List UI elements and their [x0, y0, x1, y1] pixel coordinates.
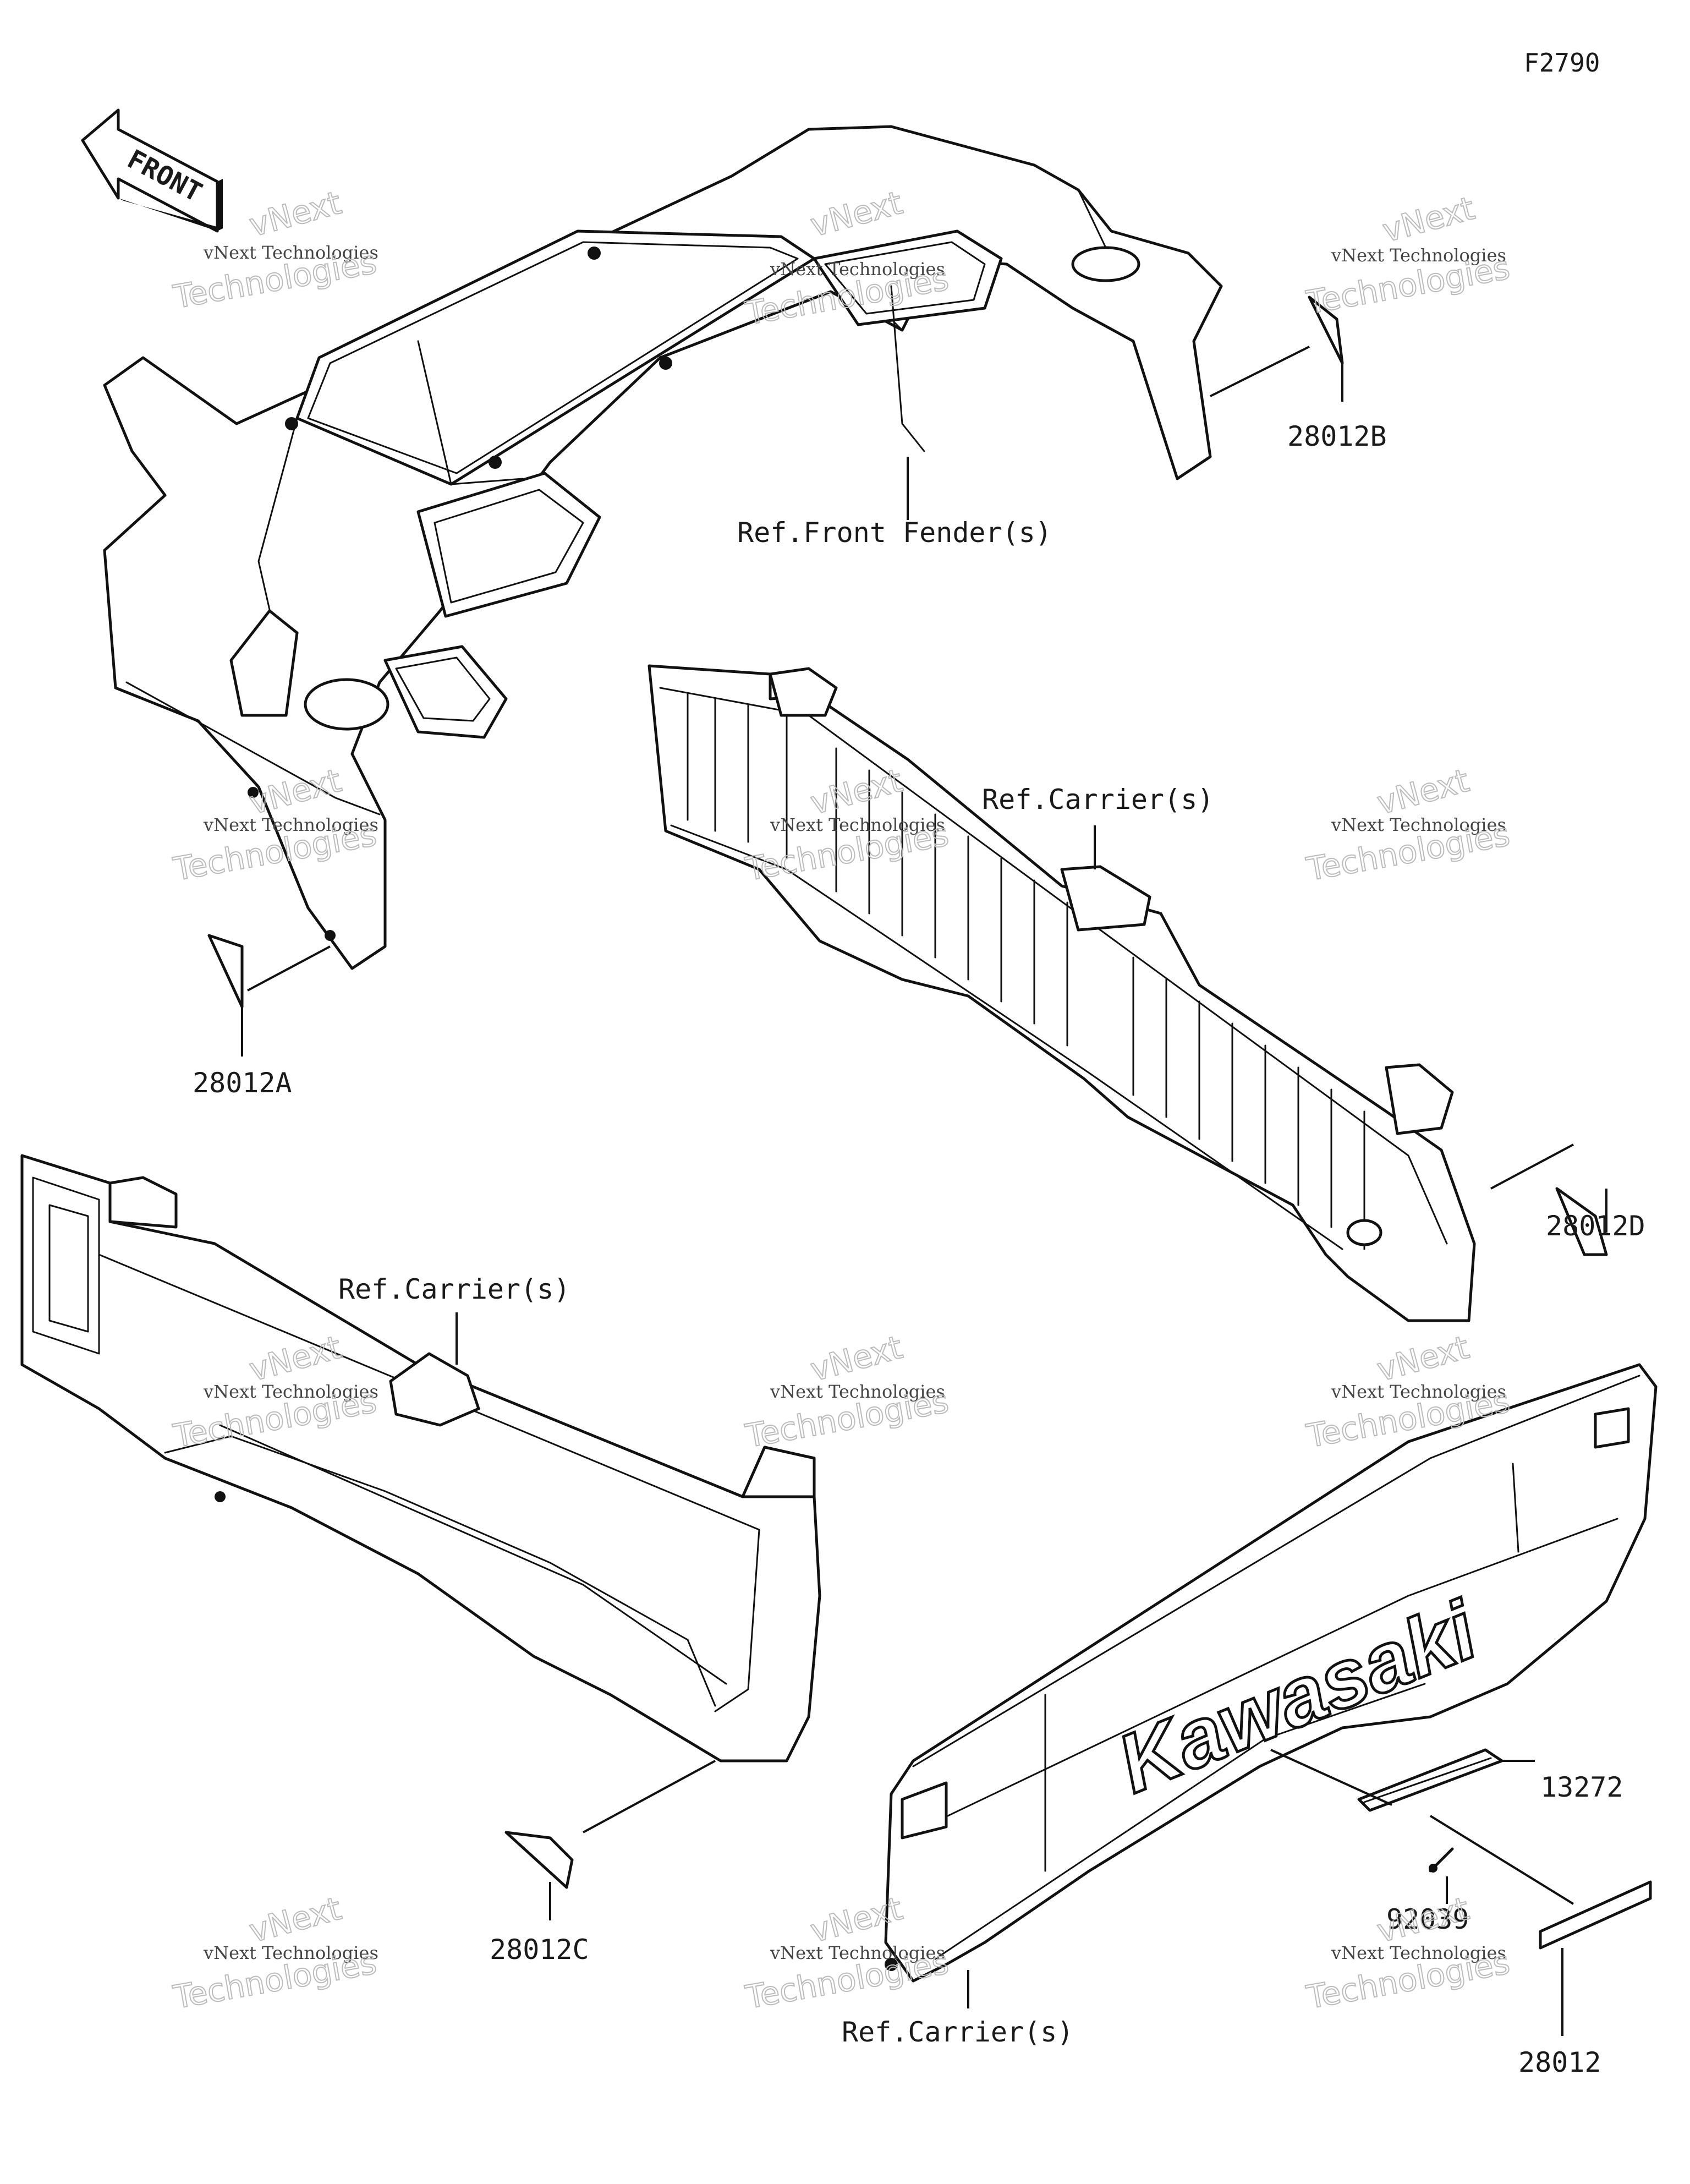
- label-ref-carrier-3: Ref.Carrier(s): [842, 2016, 1073, 2048]
- decal-13272-shape: [1357, 1748, 1504, 1812]
- label-28012C: 28012C: [490, 1934, 589, 1966]
- svg-text:vNext: vNext: [1373, 1890, 1473, 1950]
- diagram-code: F2790: [1524, 48, 1600, 78]
- svg-text:vNext Technologies: vNext Technologies: [770, 1381, 945, 1402]
- rear-carrier-drawing: [648, 664, 1476, 1322]
- svg-text:vNext Technologies: vNext Technologies: [1331, 1942, 1506, 1963]
- leader-lines: [241, 346, 1607, 2036]
- svg-text:vNext Technologies: vNext Technologies: [770, 814, 945, 835]
- decal-28012C-shape: [504, 1831, 574, 1889]
- svg-text:vNext: vNext: [245, 1890, 345, 1950]
- watermark-10: vNext vNext Technologies Technologies: [170, 1889, 380, 2017]
- svg-text:vNext Technologies: vNext Technologies: [770, 1942, 945, 1963]
- watermark-3: vNext vNext Technologies Technologies: [1303, 189, 1513, 322]
- svg-text:vNext Technologies: vNext Technologies: [203, 242, 378, 263]
- label-28012D: 28012D: [1546, 1210, 1645, 1242]
- decal-28012-shape: [1539, 1880, 1652, 1950]
- decal-28012B-shape: [1308, 295, 1344, 365]
- svg-text:vNext: vNext: [245, 184, 345, 244]
- label-28012A: 28012A: [193, 1067, 292, 1099]
- svg-text:vNext: vNext: [1379, 189, 1478, 250]
- svg-text:vNext: vNext: [1373, 1328, 1473, 1389]
- svg-text:vNext Technologies: vNext Technologies: [1331, 245, 1506, 266]
- svg-text:vNext: vNext: [806, 1328, 906, 1389]
- label-ref-front-fender: Ref.Front Fender(s): [737, 517, 1052, 549]
- screw-92039-icon: [1429, 1847, 1454, 1873]
- svg-text:vNext Technologies: vNext Technologies: [770, 259, 945, 280]
- watermark-12: vNext vNext Technologies Technologies: [1303, 1889, 1513, 2017]
- label-28012B: 28012B: [1287, 420, 1387, 452]
- front-arrow-icon: FRONT: [81, 108, 223, 233]
- label-ref-carrier-2: Ref.Carrier(s): [338, 1273, 570, 1305]
- label-ref-carrier-1: Ref.Carrier(s): [982, 784, 1214, 815]
- label-92039: 92039: [1386, 1903, 1469, 1935]
- svg-text:vNext: vNext: [1373, 762, 1473, 822]
- tailgate-drawing: Kawasaki: [884, 1363, 1658, 1983]
- watermark-6: vNext vNext Technologies Technologies: [1303, 761, 1513, 889]
- svg-text:vNext Technologies: vNext Technologies: [1331, 814, 1506, 835]
- svg-text:vNext Technologies: vNext Technologies: [203, 1942, 378, 1963]
- side-carrier-drawing: [20, 1154, 821, 1762]
- svg-text:vNext Technologies: vNext Technologies: [1331, 1381, 1506, 1402]
- label-28012: 28012: [1518, 2046, 1601, 2078]
- decal-28012A-shape: [207, 934, 244, 1009]
- svg-text:vNext Technologies: vNext Technologies: [203, 814, 378, 835]
- svg-text:vNext Technologies: vNext Technologies: [203, 1381, 378, 1402]
- label-13272: 13272: [1540, 1771, 1623, 1803]
- front-fender-drawing: [103, 125, 1223, 970]
- decal-28012D-shape: [1555, 1187, 1608, 1256]
- watermark-8: vNext vNext Technologies Technologies: [742, 1328, 952, 1455]
